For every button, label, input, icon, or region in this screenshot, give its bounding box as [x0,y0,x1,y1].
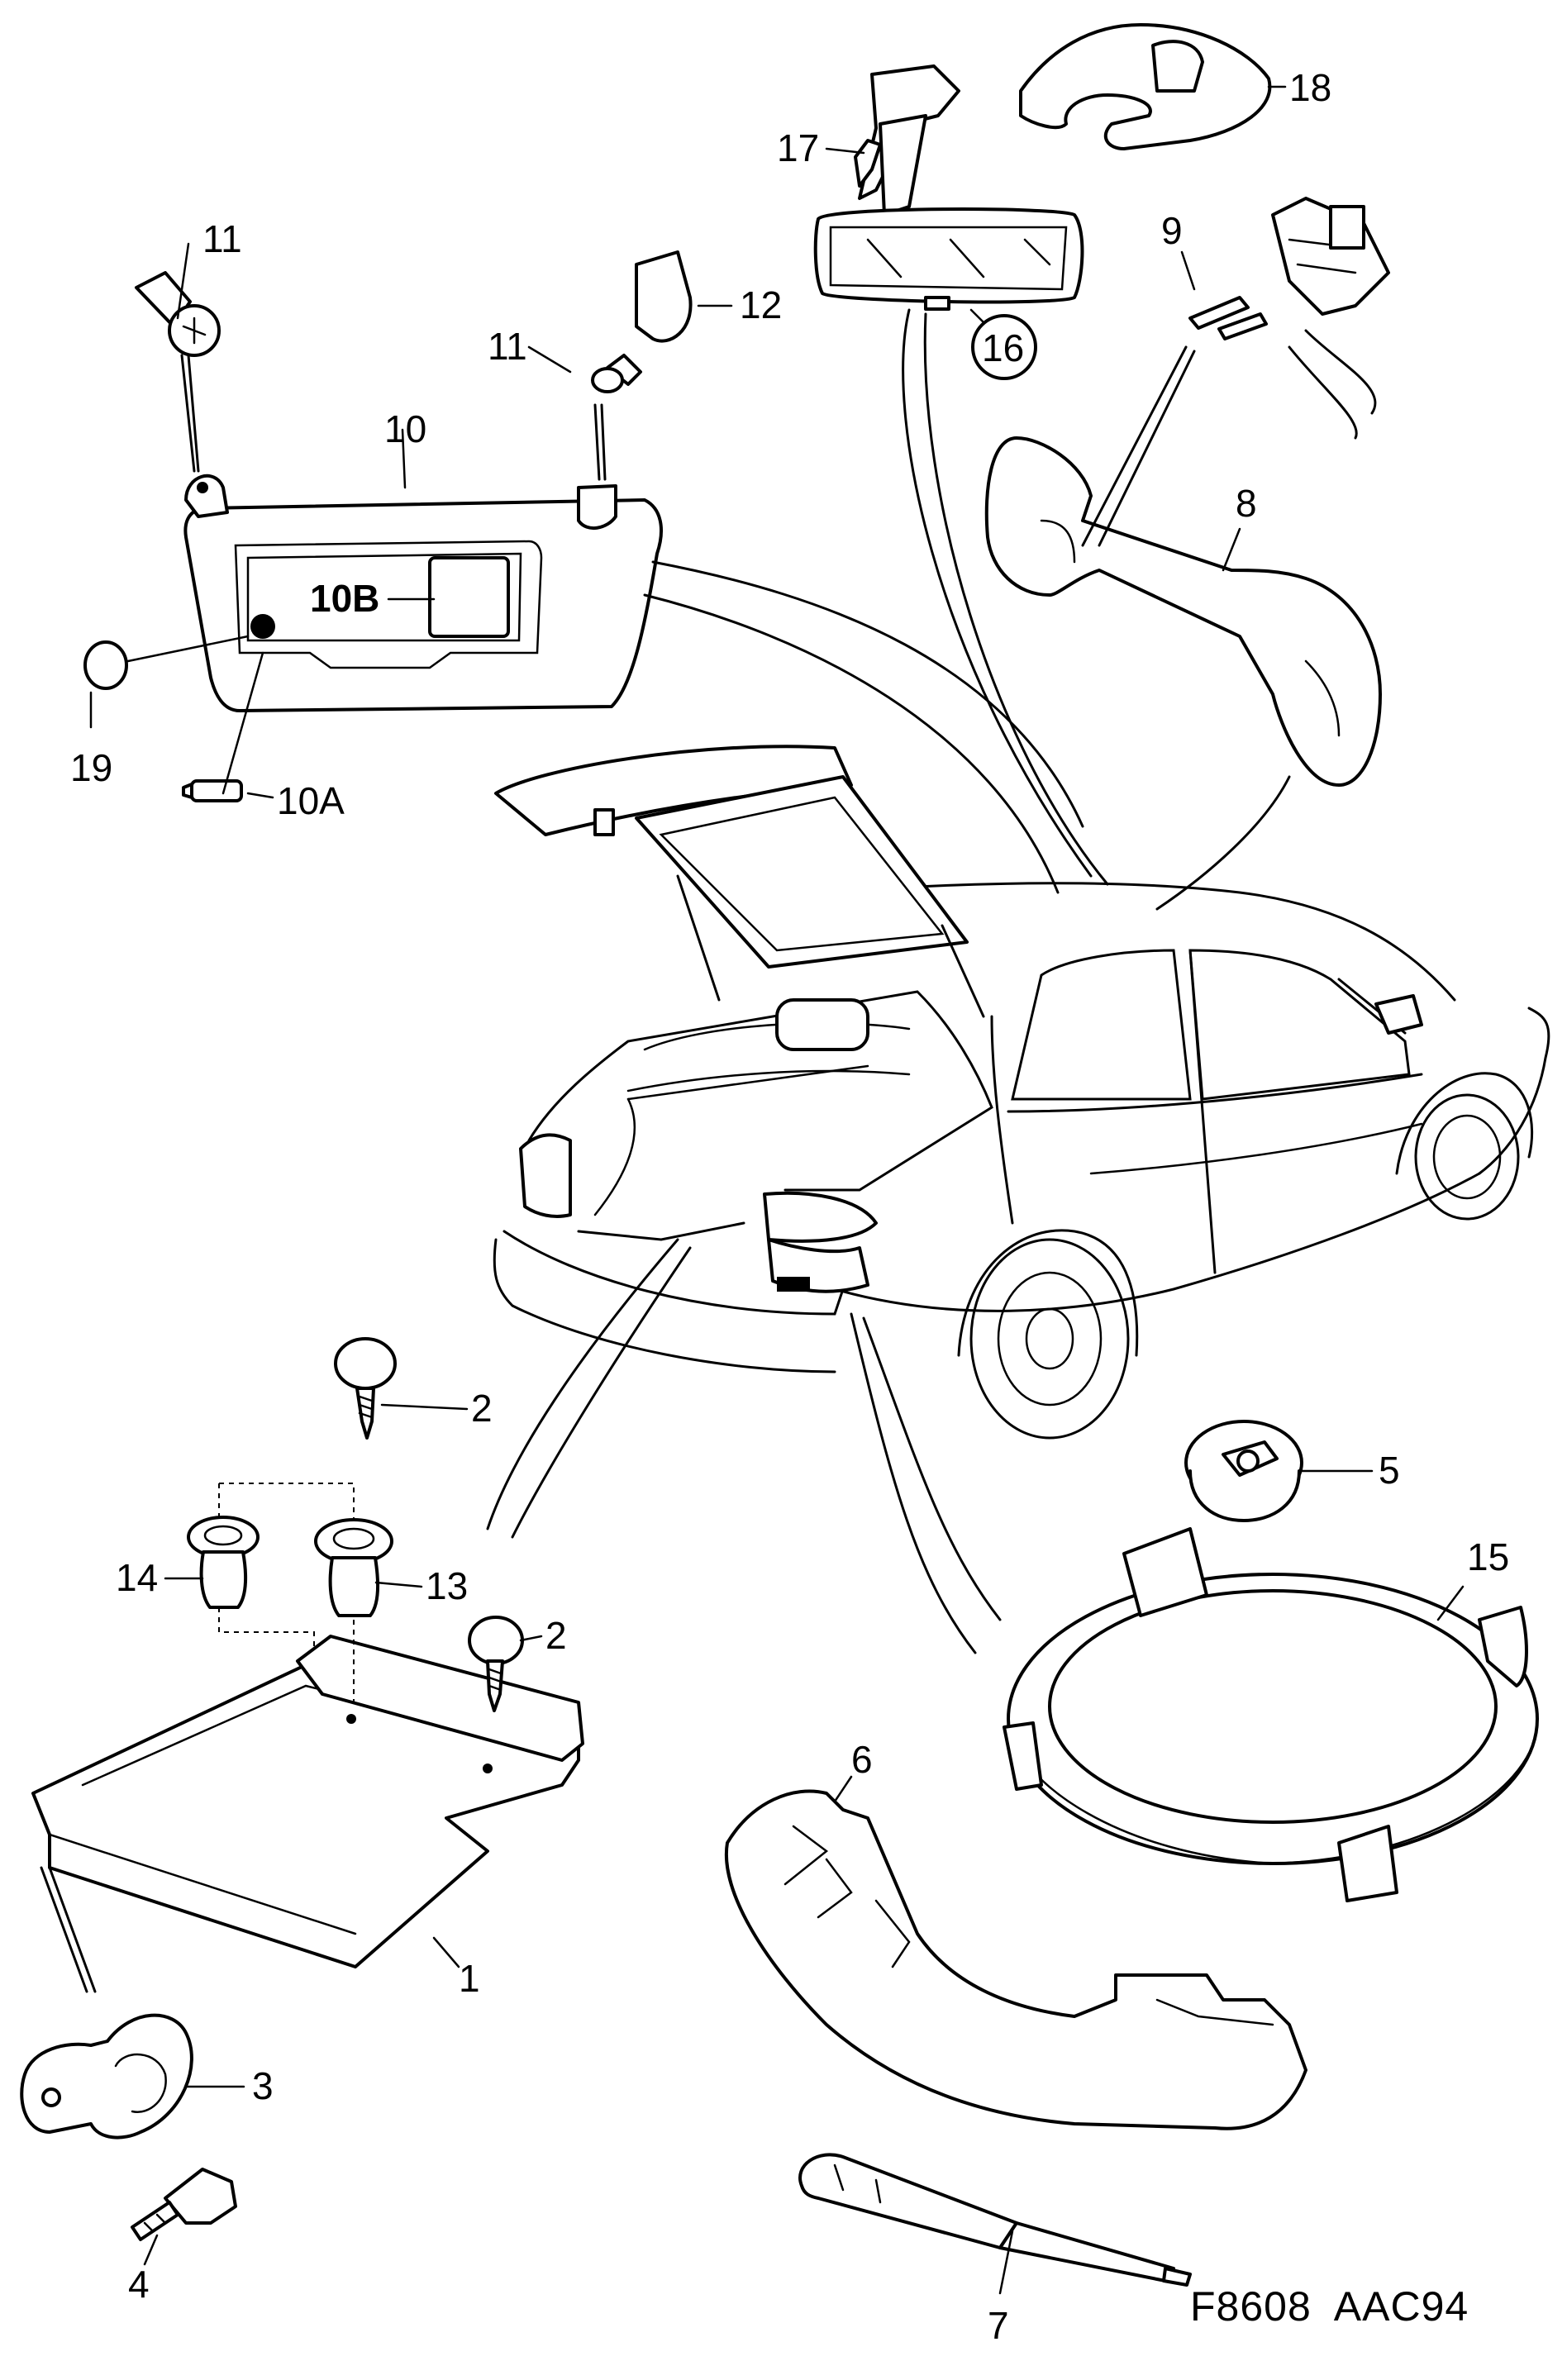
alignment-line [218,1483,355,1702]
wheel-nut-part [1184,1420,1303,1522]
label-14: 14 [116,1556,158,1599]
label-18: 18 [1289,66,1331,109]
figure-code: F8608 AAC94 [1190,2283,1469,2330]
callout-labels: 1 2 2 3 4 5 6 7 8 9 10 10A 10B 11 11 12 … [70,66,1509,2347]
label-10: 10 [384,407,426,450]
label-10b: 10B [310,577,379,620]
eye-bracket [20,2013,193,2140]
bulb-part [182,779,243,802]
clip-part [635,250,693,343]
cap-part [83,640,128,690]
label-6: 6 [851,1738,873,1781]
mirror-assembly [813,64,1084,311]
label-17: 17 [777,126,819,169]
leader-lines [40,308,1291,1993]
clip-pin-top [334,1337,397,1440]
label-15: 15 [1467,1535,1509,1578]
label-8: 8 [1236,482,1257,525]
label-3: 3 [252,2064,274,2107]
screw-part-left [135,271,221,357]
latch-part [1188,197,1390,440]
label-2-bottom: 2 [545,1614,567,1657]
callout-16-circle [971,314,1037,380]
floor-panel [31,1635,584,1968]
car-hatchback [493,745,1550,1440]
screw-part-right [591,354,642,393]
label-7: 7 [988,2304,1009,2347]
label-11-right: 11 [488,325,527,368]
label-13: 13 [426,1564,468,1607]
grommet-14 [187,1516,260,1609]
label-16: 16 [982,326,1024,369]
screwdriver-part [798,2153,1192,2287]
label-12: 12 [740,283,782,326]
label-5: 5 [1379,1449,1400,1492]
mirror-cover [1019,23,1272,150]
grommet-13 [314,1518,393,1617]
label-19: 19 [70,746,112,789]
label-2-top: 2 [471,1387,493,1430]
label-9: 9 [1161,209,1183,252]
label-4: 4 [128,2263,150,2306]
spare-wheel-ring [1003,1527,1539,1902]
grab-handle [984,436,1382,787]
callout-leaders [89,85,1465,2295]
label-1: 1 [459,1957,480,2000]
label-10a: 10A [277,779,345,822]
bolt-part [131,2168,237,2241]
label-11-left: 11 [202,217,242,260]
sun-visor [183,474,663,712]
tool-tray [724,1789,1307,2130]
